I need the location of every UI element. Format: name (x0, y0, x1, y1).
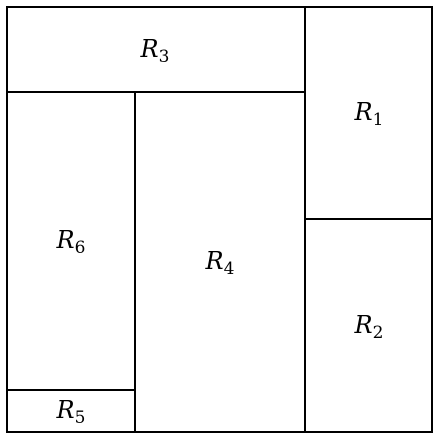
region-labels: R3 R1 R6 R4 R2 R5 (56, 35, 384, 428)
region-label-r2: R2 (354, 311, 384, 343)
partition-lines (6, 6, 433, 433)
region-label-r4: R4 (205, 247, 235, 279)
region-label-r3: R3 (140, 35, 170, 67)
region-label-r5: R5 (56, 396, 86, 428)
region-label-r6: R6 (56, 226, 86, 258)
region-label-r1: R1 (354, 98, 384, 130)
